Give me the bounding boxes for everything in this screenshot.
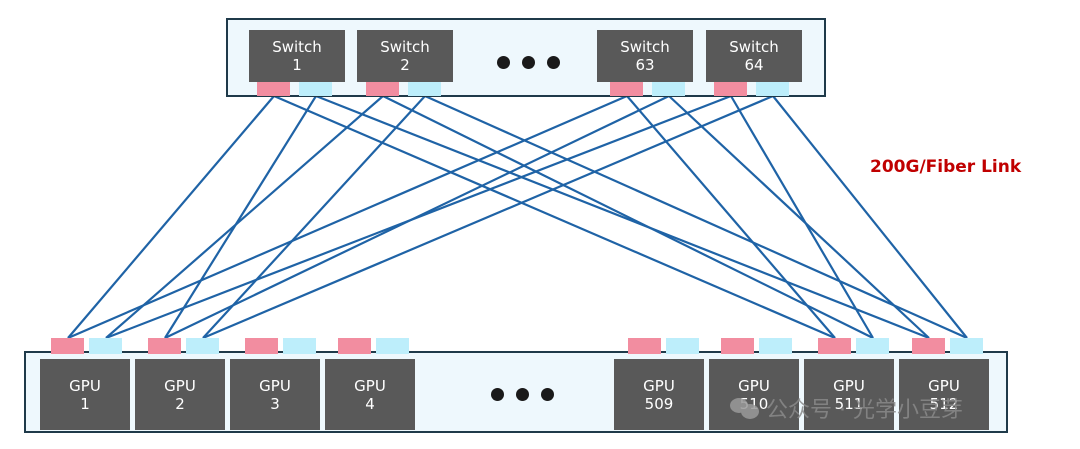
switch-63-label: Switch <box>620 38 670 56</box>
fiber-link-line <box>164 95 317 339</box>
gpu-1-port-b <box>89 338 122 354</box>
fiber-link-line <box>67 95 275 339</box>
watermark-text: 公众号 · 光学小豆芽 <box>766 398 963 423</box>
gpu-509-port-a <box>628 338 661 354</box>
gpu-1-label: GPU <box>69 376 101 395</box>
gpu-1-box: GPU 1 <box>40 359 130 430</box>
gpu-4-box: GPU 4 <box>325 359 415 430</box>
gpu-512-port-b <box>950 338 983 354</box>
switch-64-port-a <box>714 82 747 96</box>
switch-64-port-b <box>756 82 789 96</box>
gpu-4-label: GPU <box>354 376 386 395</box>
gpu-509-number: 509 <box>644 394 674 413</box>
switch-1-port-b <box>299 82 332 96</box>
gpu-3-label: GPU <box>259 376 291 395</box>
ellipsis-dot <box>547 56 560 69</box>
gpu-1-number: 1 <box>80 394 90 413</box>
fiber-link-line <box>202 94 774 340</box>
gpu-4-port-b <box>376 338 409 354</box>
gpu-511-label: GPU <box>833 376 865 395</box>
ellipsis-dot <box>516 388 529 401</box>
fiber-link-line <box>273 94 836 340</box>
gpu-509-label: GPU <box>643 376 675 395</box>
gpu-511-port-a <box>818 338 851 354</box>
gpu-512-label: GPU <box>928 376 960 395</box>
fiber-link-line <box>67 94 628 340</box>
fiber-link-line <box>105 95 384 339</box>
ellipsis-dot <box>541 388 554 401</box>
switch-64-number: 64 <box>744 56 764 74</box>
gpu-1-port-a <box>51 338 84 354</box>
gpu-ellipsis <box>491 388 554 401</box>
switch-1-box: Switch 1 <box>249 30 345 82</box>
switch-1-number: 1 <box>292 56 302 74</box>
gpu-510-port-b <box>759 338 792 354</box>
ellipsis-dot <box>522 56 535 69</box>
gpu-512-port-a <box>912 338 945 354</box>
fiber-link-line <box>730 95 874 339</box>
ellipsis-dot <box>491 388 504 401</box>
fiber-link-line <box>626 95 836 339</box>
gpu-4-port-a <box>338 338 371 354</box>
switch-63-port-b <box>652 82 685 96</box>
switch-2-number: 2 <box>400 56 410 74</box>
gpu-512-box: GPU 512 <box>899 359 989 430</box>
switch-2-box: Switch 2 <box>357 30 453 82</box>
switch-ellipsis <box>497 56 560 69</box>
switch-63-number: 63 <box>635 56 655 74</box>
switch-64-label: Switch <box>729 38 779 56</box>
gpu-3-number: 3 <box>270 394 280 413</box>
switch-1-label: Switch <box>272 38 322 56</box>
gpu-509-box: GPU 509 <box>614 359 704 430</box>
gpu-511-number: 511 <box>834 394 864 413</box>
switch-2-port-a <box>366 82 399 96</box>
wechat-icon <box>730 396 760 420</box>
gpu-2-port-b <box>186 338 219 354</box>
gpu-511-port-b <box>856 338 889 354</box>
ellipsis-dot <box>497 56 510 69</box>
switch-64-box: Switch 64 <box>706 30 802 82</box>
fiber-link-line <box>772 95 968 339</box>
gpu-2-number: 2 <box>175 394 185 413</box>
gpu-4-number: 4 <box>365 394 375 413</box>
gpu-512-number: 512 <box>929 394 959 413</box>
gpu-509-port-b <box>666 338 699 354</box>
fiber-link-line <box>202 95 426 339</box>
gpu-3-port-a <box>245 338 278 354</box>
fiber-link-line <box>424 94 968 340</box>
gpu-510-label: GPU <box>738 376 770 395</box>
gpu-3-box: GPU 3 <box>230 359 320 430</box>
fiber-link-line <box>105 94 732 340</box>
link-type-label: 200G/Fiber Link <box>870 157 1022 177</box>
gpu-511-box: GPU 511 <box>804 359 894 430</box>
gpu-2-label: GPU <box>164 376 196 395</box>
switch-1-port-a <box>257 82 290 96</box>
fiber-link-line <box>382 95 874 339</box>
watermark: 公众号 · 光学小豆芽 <box>730 392 963 424</box>
gpu-2-box: GPU 2 <box>135 359 225 430</box>
gpu-3-port-b <box>283 338 316 354</box>
switch-63-box: Switch 63 <box>597 30 693 82</box>
fiber-link-line <box>668 95 930 339</box>
switch-63-port-a <box>610 82 643 96</box>
gpu-510-port-a <box>721 338 754 354</box>
switch-2-port-b <box>408 82 441 96</box>
gpu-2-port-a <box>148 338 181 354</box>
fiber-link-line <box>315 94 930 340</box>
switch-2-label: Switch <box>380 38 430 56</box>
